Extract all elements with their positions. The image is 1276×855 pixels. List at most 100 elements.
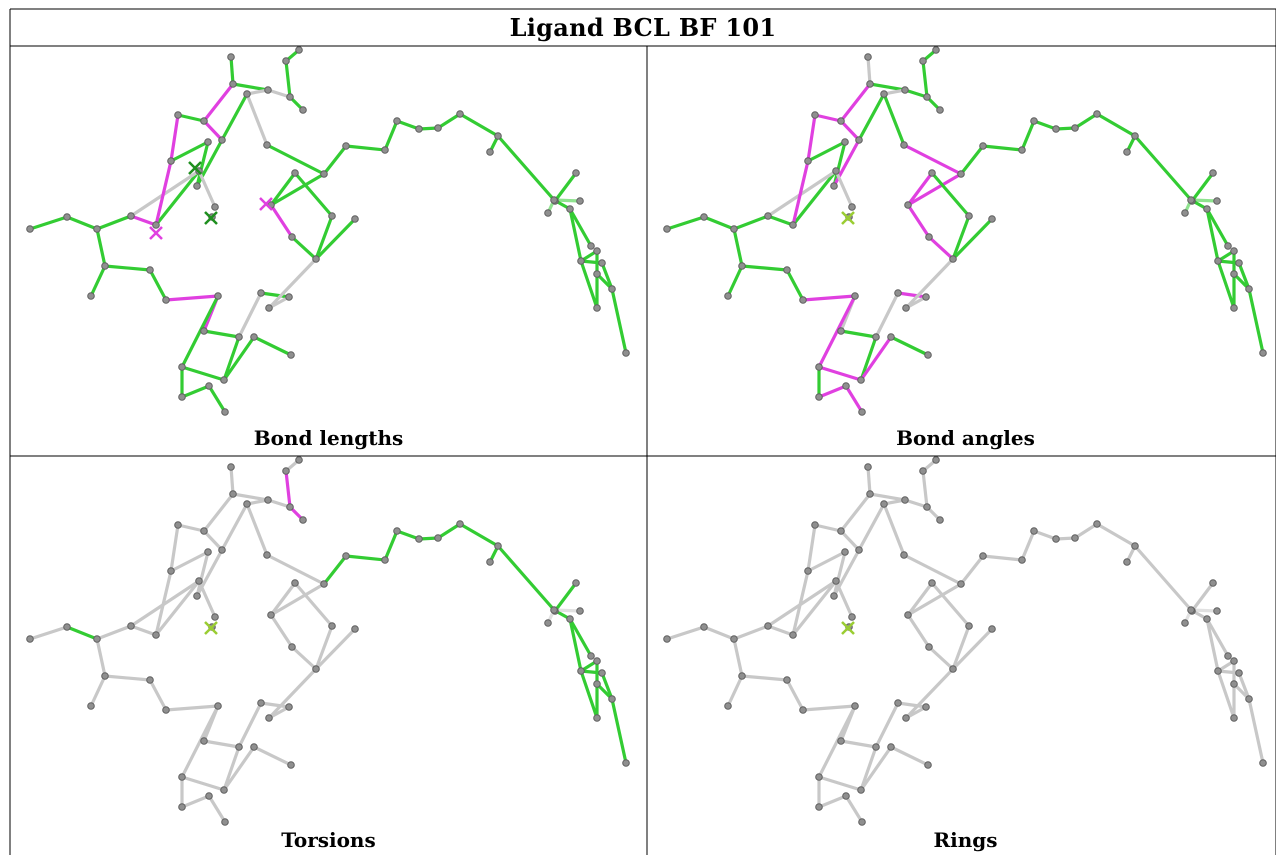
bond-35-36 [269, 581, 297, 617]
atom-17 [342, 142, 350, 150]
bond-46-47 [28, 625, 69, 641]
bond-1-8 [839, 82, 872, 123]
bond-15-16 [902, 553, 963, 586]
bond-38-39 [951, 217, 994, 261]
atom-41 [789, 631, 797, 639]
bond-8-14 [202, 119, 224, 142]
bond-29-68 [1216, 669, 1236, 720]
bond-15-16 [902, 143, 963, 176]
bond-14-7 [857, 502, 886, 552]
atom-11 [167, 567, 175, 575]
bond-54-58 [859, 335, 878, 382]
atom-2 [295, 456, 303, 464]
atom-21 [1071, 124, 1079, 132]
atom-8 [200, 527, 208, 535]
bond-46-47 [665, 215, 706, 231]
atom-10 [841, 138, 849, 146]
atom-0 [227, 463, 235, 471]
atom-52 [851, 702, 859, 710]
bond-61-62 [180, 794, 211, 809]
atom-21 [434, 124, 442, 132]
atom-59 [250, 743, 258, 751]
atom-2 [295, 46, 303, 54]
bond-54-55 [237, 291, 263, 339]
atom-53 [200, 737, 208, 745]
bond-54-55 [237, 701, 263, 749]
bond-9-11 [169, 113, 180, 163]
atom-54 [872, 743, 880, 751]
atom-6 [264, 86, 272, 94]
bond-54-58 [222, 745, 241, 792]
atom-53 [837, 737, 845, 745]
atom-68 [593, 714, 601, 722]
atom-6 [901, 496, 909, 504]
atom-41 [152, 221, 160, 229]
atom-55 [257, 699, 265, 707]
atom-52 [214, 292, 222, 300]
bond-59-60 [889, 745, 930, 767]
atom-31 [593, 247, 601, 255]
bond-11-10 [806, 140, 847, 163]
bond-57-58 [180, 365, 226, 382]
atom-14 [855, 136, 863, 144]
atom-46 [63, 213, 71, 221]
bond-49-51 [148, 678, 168, 712]
atom-45 [93, 635, 101, 643]
atom-54 [872, 333, 880, 341]
atom-39 [351, 625, 359, 633]
bond-36-37 [930, 171, 971, 218]
atom-26 [1209, 579, 1217, 587]
atom-35 [904, 201, 912, 209]
atom-32 [1230, 270, 1238, 278]
atom-48 [738, 262, 746, 270]
atom-outlier-marker [149, 226, 163, 240]
bond-49-51 [785, 678, 805, 712]
atom-22 [456, 110, 464, 118]
atom-4 [286, 93, 294, 101]
bond-11-10 [806, 550, 847, 573]
atom-32 [1230, 680, 1238, 688]
atom-64 [902, 304, 910, 312]
atom-13 [830, 592, 838, 600]
bond-57-58 [817, 365, 863, 382]
atom-30 [1235, 669, 1243, 677]
atom-8 [837, 117, 845, 125]
bond-58-59 [222, 745, 256, 792]
bond-9-11 [806, 523, 817, 573]
atom-37 [328, 622, 336, 630]
bond-8-9 [176, 523, 206, 533]
atom-55 [257, 289, 265, 297]
atom-50 [724, 702, 732, 710]
atom-4 [923, 503, 931, 511]
atom-34 [1259, 759, 1267, 767]
atom-28 [566, 205, 574, 213]
bond-49-51 [785, 268, 805, 302]
bond-49-51 [148, 268, 168, 302]
atom-67 [587, 242, 595, 250]
bond-1-6 [868, 82, 907, 92]
bond-1-8 [839, 492, 872, 533]
bond-37-38 [314, 624, 334, 671]
bond-62-63 [844, 384, 864, 414]
atom-47 [26, 225, 34, 233]
bond-57-58 [180, 775, 226, 792]
atom-65 [544, 619, 552, 627]
atom-66 [576, 607, 584, 615]
bond-29-68 [579, 669, 599, 720]
atom-42 [211, 203, 219, 211]
atom-3 [919, 57, 927, 65]
bond-35-40 [269, 203, 294, 239]
bond-11-41 [154, 159, 173, 227]
atom-62 [205, 792, 213, 800]
bond-48-49 [103, 264, 152, 272]
bond-1-8 [202, 82, 235, 123]
atom-14 [218, 546, 226, 554]
atom-1 [229, 490, 237, 498]
bond-57-58 [817, 775, 863, 792]
caption-rings: Rings [933, 828, 998, 852]
atom-62 [842, 792, 850, 800]
atom-32 [593, 680, 601, 688]
bond-44-45 [732, 624, 770, 641]
bond-28-67 [568, 617, 593, 658]
